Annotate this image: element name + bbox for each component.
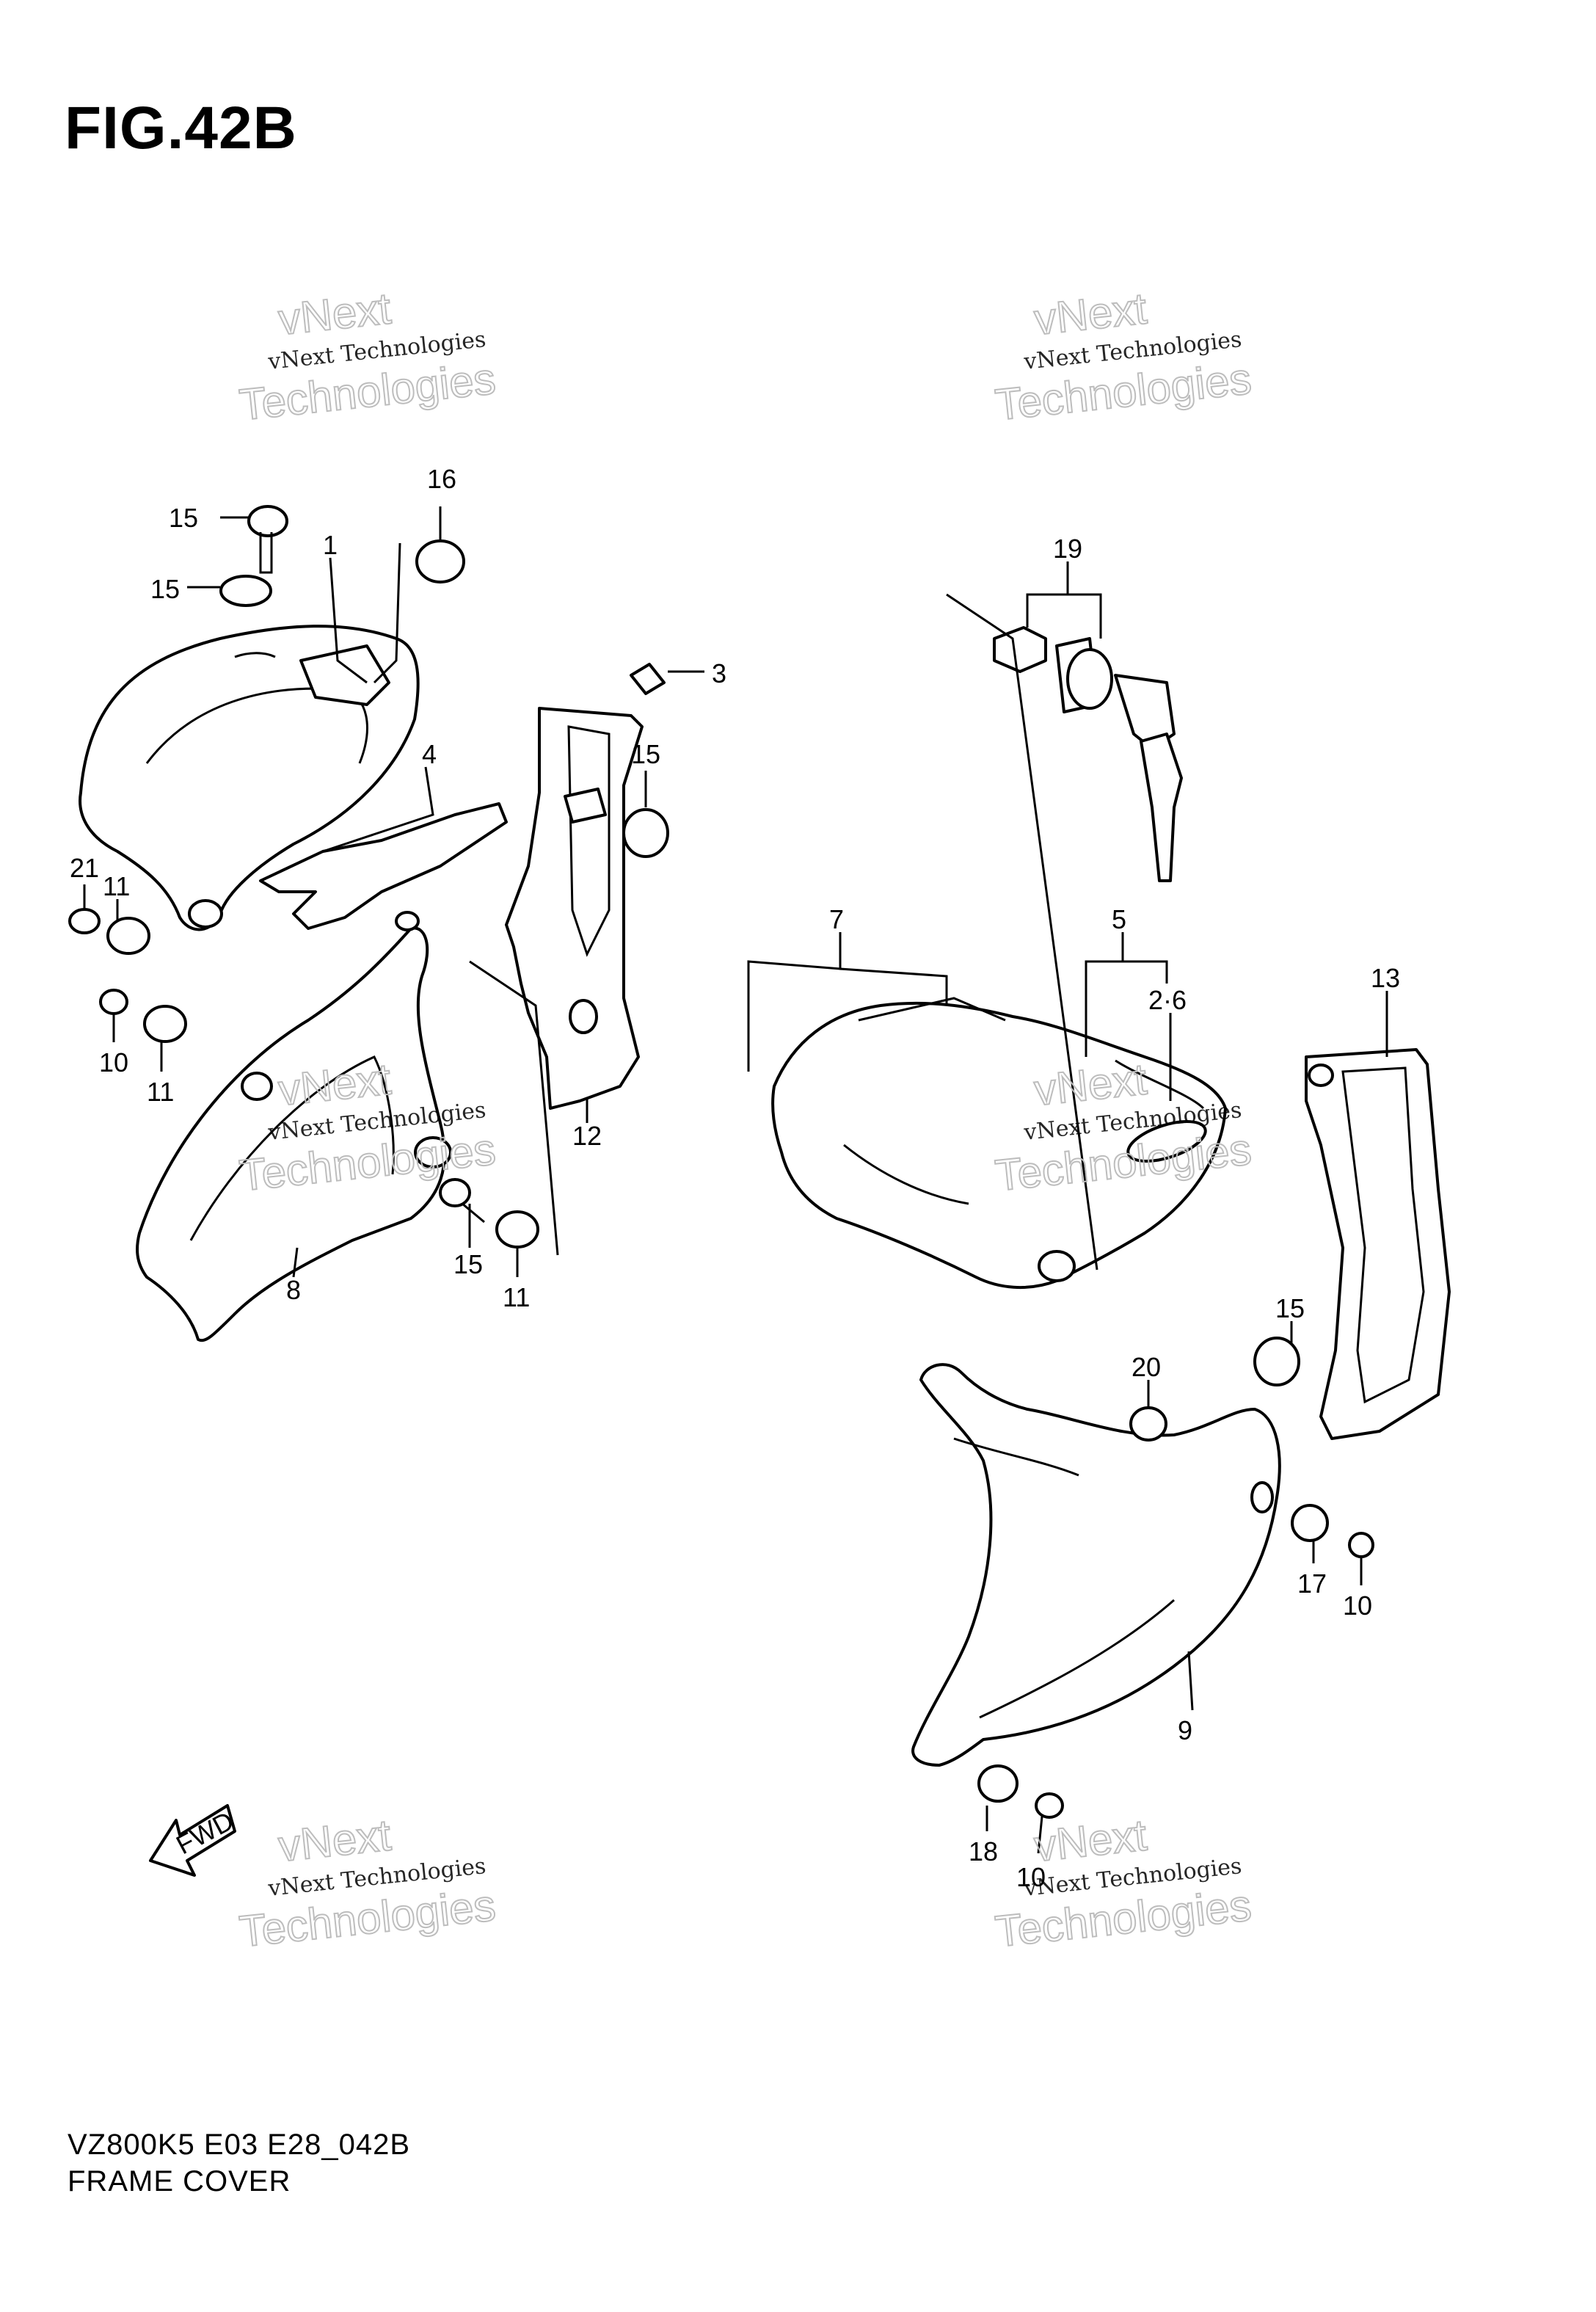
callout-10: 10	[99, 1047, 128, 1077]
svg-text:vNext: vNext	[1032, 283, 1149, 344]
callout-18: 18	[969, 1836, 998, 1866]
part-4-plate	[259, 802, 508, 930]
part-19-lock-set	[993, 626, 1183, 882]
callout-4: 4	[422, 739, 437, 769]
svg-text:vNext: vNext	[276, 283, 393, 344]
callout-15b: 15	[631, 739, 660, 769]
callout-5: 5	[1112, 904, 1126, 934]
callout-19: 19	[1053, 534, 1082, 564]
callout-21: 21	[70, 853, 99, 883]
callout-20: 20	[1132, 1352, 1161, 1382]
callout-12: 12	[572, 1121, 602, 1151]
callout-13: 13	[1371, 963, 1400, 993]
callout-3: 3	[712, 658, 726, 688]
callout-14b: 15	[453, 1249, 483, 1279]
callout-7: 7	[829, 904, 844, 934]
svg-text:vNext: vNext	[276, 1810, 393, 1871]
part-1-frame-cover-upper	[79, 625, 420, 931]
svg-text:vNext: vNext	[1032, 1810, 1149, 1871]
callout-9: 9	[1178, 1715, 1192, 1745]
callout-11c: 11	[503, 1282, 530, 1312]
watermark-5: vNext Technologies vNext Technologies	[236, 1809, 498, 1957]
callout-labels: 15 15 1 16 3 4 15 21 11 10 11 12 8 15 11…	[70, 464, 1400, 1892]
part-8-frame-cover-lower	[136, 911, 452, 1342]
part-12-bracket	[505, 707, 644, 1110]
watermark-2: vNext Technologies vNext Technologies	[992, 283, 1254, 430]
watermark-3: vNext Technologies vNext Technologies	[236, 1053, 498, 1201]
watermark-6: vNext Technologies vNext Technologies	[992, 1809, 1254, 1957]
part-13-side-bracket	[1305, 1048, 1451, 1440]
footer-code: VZ800K5 E03 E28_042B	[68, 2129, 411, 2161]
callout-15: 15	[150, 574, 180, 604]
callout-8: 8	[286, 1275, 301, 1305]
callout-1: 1	[323, 530, 338, 560]
fwd-label: FWD	[171, 1806, 238, 1861]
part-9-frame-cover-lower-right	[911, 1363, 1281, 1767]
callout-14: 15	[169, 503, 198, 533]
fwd-arrow: FWD	[149, 1804, 238, 1877]
callout-10b: 10	[1343, 1591, 1372, 1621]
callout-2-6: 2·6	[1148, 985, 1187, 1015]
callout-10c: 10	[1016, 1862, 1046, 1892]
figure-title: FIG.42B	[65, 95, 297, 161]
callout-11: 11	[103, 871, 130, 901]
footer-name: FRAME COVER	[68, 2165, 291, 2198]
leader-lines	[83, 506, 1388, 1854]
callout-11b: 11	[147, 1077, 174, 1107]
hardware	[68, 505, 1374, 1819]
callout-15c: 15	[1275, 1293, 1305, 1323]
callout-16: 16	[427, 464, 456, 494]
callout-17: 17	[1297, 1568, 1327, 1599]
watermark-1: vNext Technologies vNext Technologies	[236, 283, 498, 430]
